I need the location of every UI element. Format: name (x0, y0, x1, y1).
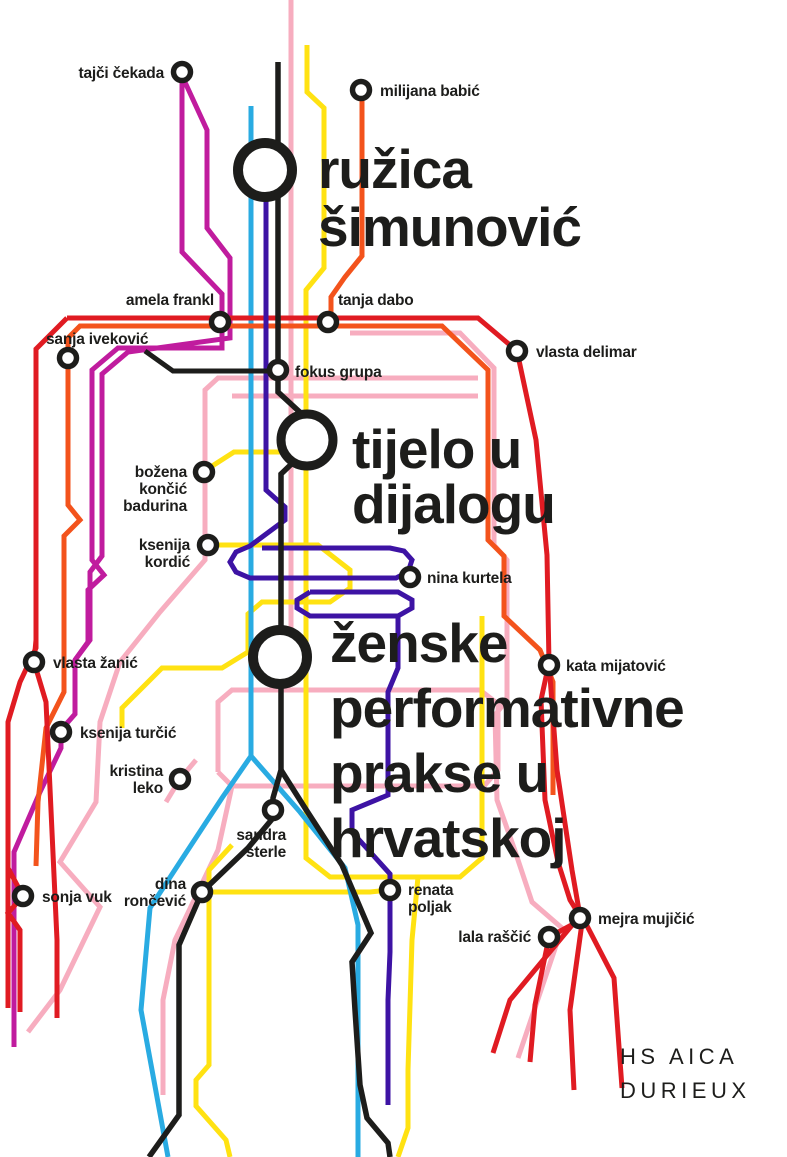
station-kata-mijatovic-circle (537, 653, 561, 677)
station-dina-roncevic-circle (190, 880, 214, 904)
station-sanja-ivekovic-label-1: sanja iveković (46, 331, 149, 348)
station-vlasta-delimar-label-1: vlasta delimar (536, 344, 637, 361)
line-black-fokus-branch (143, 348, 278, 374)
station-mejra-mujicic-circle (568, 906, 592, 930)
map-lines-layer (4, 0, 625, 1157)
station-bozena-koncic-badurina-label-2: končić (139, 481, 187, 498)
publisher-line-1: HS AICA (620, 1044, 738, 1069)
station-sonja-vuk-circle (11, 884, 35, 908)
station-renata-poljak-label-2: poljak (408, 899, 452, 916)
station-tanja-dabo-label-1: tanja dabo (338, 292, 414, 309)
line-red-main (67, 315, 583, 917)
station-sonja-vuk-label-1: sonja vuk (42, 889, 112, 906)
publisher-line-2: DURIEUX (620, 1078, 751, 1103)
author-title-line-2: šimunović (318, 196, 581, 258)
station-lala-rascic-circle (537, 925, 561, 949)
station-sandra-sterle-circle (261, 798, 285, 822)
hub-ruzica-circle (233, 138, 297, 202)
main-title-line-1: tijelo u (352, 418, 521, 480)
station-ksenija-kordic-label-2: kordić (145, 554, 191, 571)
station-tanja-dabo-circle (316, 310, 340, 334)
line-yellow-dina-row (202, 887, 391, 895)
line-black-spine-left-leg (146, 62, 307, 1157)
line-yellow-left-row (119, 640, 251, 728)
station-dina-roncevic-label-2: rončević (124, 893, 187, 910)
line-pink-left-arm (26, 502, 208, 1034)
station-vlasta-zanic-circle (22, 650, 46, 674)
line-indigo-right-leg (349, 616, 401, 1105)
line-black-right-leg (278, 768, 393, 1157)
station-dina-roncevic-label-1: dina (155, 876, 187, 893)
station-kristina-leko-circle (168, 767, 192, 791)
station-vlasta-delimar-circle (505, 339, 529, 363)
station-sandra-sterle-label-1: sandra (236, 827, 286, 844)
line-yellow-spine (303, 452, 485, 880)
line-red-finger-3 (567, 922, 585, 1091)
map-stations-layer: tajči čekada milijana babić amela frankl ta… (11, 60, 695, 949)
subtitle-line-3: prakse u (330, 742, 548, 804)
station-bozena-koncic-badurina-circle (192, 460, 216, 484)
line-yellow-top (204, 45, 327, 473)
station-bozena-koncic-badurina-label-1: božena (135, 464, 188, 481)
station-mejra-mujicic-label-1: mejra mujičić (598, 911, 695, 928)
station-bozena-koncic-badurina-label-3: badurina (123, 498, 187, 515)
line-yellow-left-leg (193, 843, 234, 1157)
subtitle-line-1: ženske (330, 612, 507, 674)
station-ksenija-kordic-circle (196, 533, 220, 557)
station-fokus-grupa-circle (266, 358, 290, 382)
station-milijana-babic-label-1: milijana babić (380, 83, 480, 100)
line-indigo-main (227, 198, 415, 581)
line-pink-belly-loop (215, 687, 501, 789)
line-red-finger-2 (527, 918, 581, 1063)
station-nina-kurtela-circle (398, 565, 422, 589)
station-lala-rascic-label-1: lala raščić (458, 929, 531, 946)
station-ksenija-turcic-label-1: ksenija turčić (80, 725, 177, 742)
station-tajci-cekada-circle (170, 60, 194, 84)
line-yellow-right-leg (395, 876, 421, 1157)
station-tajci-cekada-label-1: tajči čekada (79, 65, 165, 82)
line-pink-right-arm (350, 330, 565, 1059)
line-red-finger-4 (581, 918, 625, 1089)
station-milijana-babic-circle (349, 78, 373, 102)
station-ksenija-kordic-label-1: ksenija (139, 537, 191, 554)
station-sanja-ivekovic-circle (56, 346, 80, 370)
line-pink-left-leg (160, 785, 235, 1095)
hub-tijelo-circle (276, 409, 338, 471)
station-ksenija-turcic-circle (49, 720, 73, 744)
station-sandra-sterle-label-2: sterle (246, 844, 287, 861)
subtitle-line-4: hrvatskoj (330, 807, 566, 869)
station-amela-frankl-circle (208, 310, 232, 334)
station-kristina-leko-label-1: kristina (109, 763, 163, 780)
subtitle-line-2: performativne (330, 677, 684, 739)
station-renata-poljak-label-1: renata (408, 882, 454, 899)
line-red-right-inner (538, 662, 583, 918)
author-title-line-1: ružica (318, 138, 472, 200)
line-magenta-v-strand (73, 78, 233, 662)
station-kristina-leko-label-2: leko (133, 780, 163, 797)
hub-zenske-circle (248, 625, 312, 689)
station-renata-poljak-circle (378, 878, 402, 902)
station-amela-frankl-label-1: amela frankl (126, 292, 214, 309)
station-kata-mijatovic-label-1: kata mijatović (566, 658, 666, 675)
station-vlasta-zanic-label-1: vlasta žanić (53, 655, 138, 672)
main-title-line-2: dijalogu (352, 473, 555, 535)
line-pink-chest-left (202, 375, 478, 502)
station-nina-kurtela-label-1: nina kurtela (427, 570, 512, 587)
map-hubs-layer (233, 138, 338, 689)
station-fokus-grupa-label-1: fokus grupa (295, 364, 382, 381)
publisher-layer: HS AICA DURIEUX (620, 1044, 751, 1103)
